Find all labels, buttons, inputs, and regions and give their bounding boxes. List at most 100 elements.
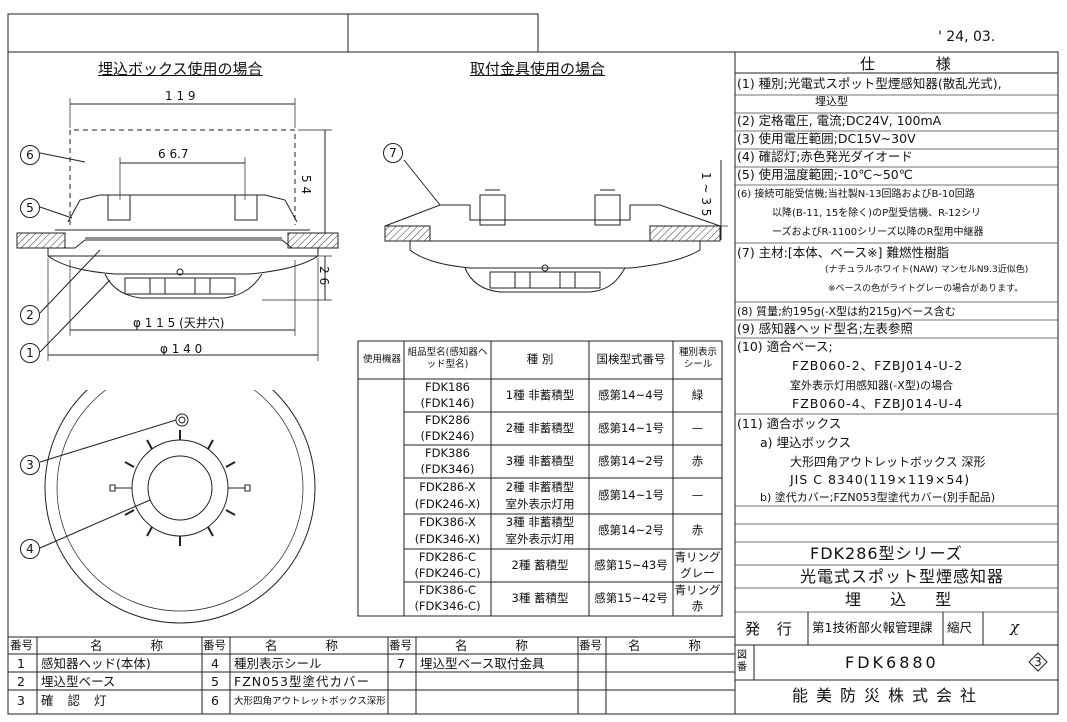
spec-line: 大形四角アウトレットボックス 深形 [790, 455, 986, 469]
spec-line: FZB060-2、FZBJ014-U-2 [792, 358, 964, 373]
callout-4: 4 [20, 539, 40, 559]
table-header-model: 組品型名(感知器ヘッド型名) [407, 347, 488, 370]
part-number: 7 [397, 656, 405, 671]
issuing-department: 第1技術部火報管理課 [812, 620, 933, 635]
dim-119: 1 1 9 [165, 89, 196, 103]
table-header-seal: 種別表示シール [678, 347, 717, 370]
drawing-number: FDK6880 [845, 653, 939, 672]
spec-line: 室外表示灯用感知器(-X型)の場合 [790, 379, 954, 392]
col-name: 名 称 [628, 638, 723, 653]
kind: 3種 蓄積型 [511, 591, 569, 605]
head-name: (FDK146) [420, 396, 475, 410]
spec-line: ※ベースの色がライトグレーの場合があります。 [828, 284, 1024, 294]
callout-2: 2 [20, 305, 40, 325]
cert-no: 感第14~1号 [597, 421, 665, 435]
spec-line: FZB060-4、FZBJ014-U-4 [792, 396, 964, 411]
part-number: 2 [17, 674, 25, 689]
callout-6: 6 [20, 145, 40, 165]
dim-66-7: 6 6.7 [158, 147, 189, 161]
head-name: (FDK246-C) [414, 566, 481, 580]
part-number: 3 [17, 693, 25, 708]
part-name: 埋込型ベース [41, 674, 116, 689]
callout-1: 1 [20, 343, 40, 363]
spec-line: (2) 定格電圧, 電流;DC24V, 100mA [737, 113, 942, 128]
seal: 青リング [674, 583, 721, 597]
cert-no: 感第15~43号 [594, 558, 668, 572]
spec-line: (8) 質量;約195g(-X型は約215g)ベース含む [737, 305, 956, 318]
col-no: 番号 [203, 638, 226, 652]
spec-line: (5) 使用温度範囲;-10℃~50℃ [737, 167, 913, 182]
series-title: FDK286型シリーズ [810, 544, 963, 563]
spec-line: (1) 種別;光電式スポット型煙感知器(散乱光式), [737, 76, 1002, 91]
cert-no: 感第15~42号 [594, 591, 668, 605]
spec-line: 埋込型 [815, 95, 848, 108]
spec-line: b) 塗代カバー;FZN053型塗代カバー(別手配品) [760, 491, 996, 504]
head-name: (FDK346-X) [414, 532, 481, 546]
kind: 2種 非蓄積型 [505, 480, 575, 494]
callout-5: 5 [20, 198, 40, 218]
seal: — [691, 488, 704, 502]
kind: 2種 非蓄積型 [505, 421, 575, 435]
head-name: (FDK346) [420, 462, 475, 476]
section-title-embedded: 埋込ボックス使用の場合 [98, 60, 263, 78]
model-name: FDK286-X [419, 480, 476, 494]
spec-line: 以降(B-11, 15を除く)のP型受信機、R-12シリ [772, 208, 981, 219]
product-title: 光電式スポット型煙感知器 [800, 567, 1005, 586]
seal: 青リング [674, 550, 721, 564]
part-name: 確 認 灯 [41, 693, 112, 708]
col-no: 番号 [10, 638, 33, 652]
spec-line: (ナチュラルホワイト(NAW) マンセルN9.3近似色) [825, 265, 1029, 275]
model-name: FDK286-C [418, 550, 477, 564]
kind-sub: 室外表示灯用 [505, 532, 575, 546]
model-name: FDK386-X [419, 515, 476, 529]
spec-line: (4) 確認灯;赤色発光ダイオード [737, 149, 913, 164]
cert-no: 感第14~2号 [597, 454, 665, 468]
dim-54: 5 4 [299, 175, 313, 195]
callout-7: 7 [383, 143, 403, 163]
col-name: 名 称 [455, 638, 550, 653]
seal: 緑 [691, 388, 704, 402]
table-header-cert: 国検型式番号 [596, 352, 666, 366]
kind: 2種 蓄積型 [511, 558, 569, 572]
cert-no: 感第14~4号 [597, 388, 665, 402]
head-name: (FDK246) [420, 429, 475, 443]
seal: — [691, 421, 704, 435]
model-name: FDK386-C [418, 583, 477, 597]
col-name: 名 称 [90, 638, 185, 653]
spec-line: (11) 適合ボックス [737, 416, 842, 431]
model-name: FDK286 [425, 413, 470, 427]
part-name: 感知器ヘッド(本体) [41, 656, 151, 671]
bracket-section-drawing [384, 159, 728, 293]
part-name: 種別表示シール [234, 656, 322, 671]
spec-line: (7) 主材:[本体、ベース※] 難燃性樹脂 [737, 245, 949, 260]
part-number: 5 [211, 674, 219, 689]
spec-line: ーズおよびR-1100シリーズ以降のR型用中継器 [772, 227, 984, 238]
drawing-number-label: 図番 [737, 650, 747, 673]
kind: 3種 非蓄積型 [505, 515, 575, 529]
seal: 赤 [691, 454, 704, 468]
col-no: 番号 [389, 638, 412, 652]
model-name: FDK386 [425, 446, 470, 460]
section-title-bracket: 取付金具使用の場合 [470, 60, 606, 78]
company-name: 能美防災株式会社 [792, 686, 985, 705]
dim-26: 2 6 [317, 266, 331, 286]
date-mark: ' 24, 03. [938, 29, 996, 45]
scale-value: χ [1010, 618, 1020, 636]
col-name: 名 称 [265, 638, 360, 653]
part-name: 埋込型ベース取付金具 [420, 656, 545, 671]
scale-label: 縮尺 [947, 620, 973, 635]
head-name: (FDK346-C) [414, 599, 481, 613]
spec-heading: 仕 様 [860, 55, 979, 73]
spec-line: (9) 感知器ヘッド型名;左表参照 [737, 321, 913, 336]
part-name: FZN053型塗代カバー [234, 674, 370, 689]
revision-mark: 3 [1028, 652, 1048, 672]
embedded-box-section-drawing [16, 98, 339, 361]
spec-line: JIS C 8340(119×119×54) [790, 472, 971, 487]
table-header-device: 使用機器 [362, 354, 401, 365]
dim-140: φ 1 4 0 [160, 342, 203, 356]
dim-1-35: 1 ~ 3 5 [699, 172, 713, 217]
seal-sub: グレー [680, 566, 715, 580]
col-no: 番号 [579, 638, 602, 652]
